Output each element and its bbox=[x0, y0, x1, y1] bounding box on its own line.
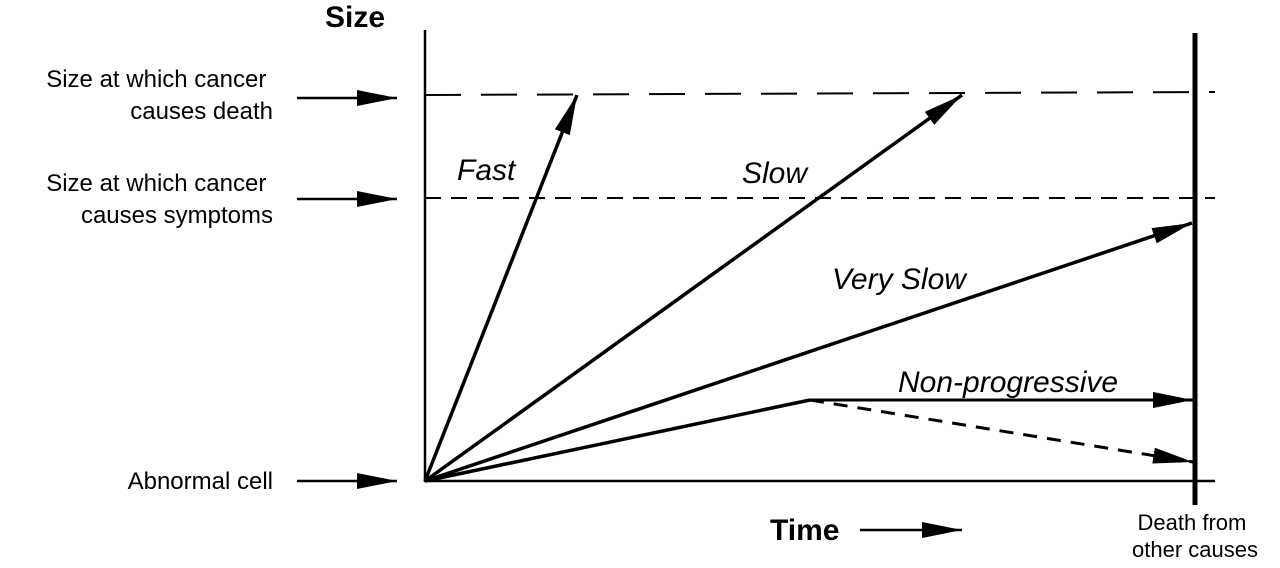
death-threshold-line bbox=[424, 91, 1216, 96]
fast-growth-arrow bbox=[423, 94, 579, 482]
very-slow-growth-arrow bbox=[424, 221, 1193, 483]
non-progressive-growth-line bbox=[424, 398, 811, 483]
slow-label: Slow bbox=[742, 157, 809, 190]
slow-growth-arrow bbox=[423, 93, 964, 483]
non-progressive-label: Non-progressive bbox=[898, 366, 1118, 399]
y-axis-title: Size bbox=[325, 1, 385, 34]
symptoms-level-label: Size at which cancer causes symptoms bbox=[46, 170, 273, 229]
death-level-label: Size at which cancer causes death bbox=[46, 66, 273, 125]
regression-dashed-arrow bbox=[809, 398, 1194, 464]
very-slow-label: Very Slow bbox=[832, 263, 968, 296]
fast-label: Fast bbox=[457, 154, 517, 187]
origin-level-label: Abnormal cell bbox=[128, 468, 273, 495]
death-other-causes-label: Death from other causes bbox=[1132, 510, 1258, 562]
x-axis-title: Time bbox=[770, 514, 839, 547]
